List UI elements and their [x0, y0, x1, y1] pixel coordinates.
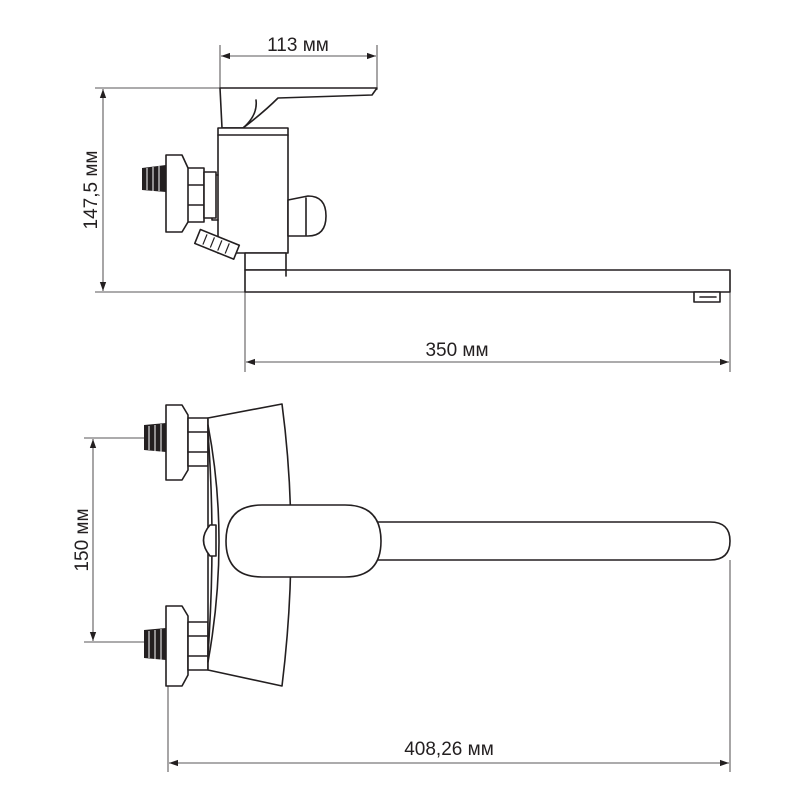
- top-view: 150 мм 408,26 мм: [72, 403, 731, 772]
- side-view: 113 мм 147,5 мм 350 мм: [81, 35, 731, 372]
- side-inlet-nut: [142, 154, 217, 233]
- dim-label-inlets: 150 мм: [72, 508, 93, 571]
- mixer-body: [211, 127, 289, 271]
- top-extension-lines: [84, 437, 731, 772]
- lower-inlet: [144, 605, 209, 687]
- dim-label-height: 147,5 мм: [81, 151, 102, 230]
- dim-label-spout: 350 мм: [425, 340, 488, 361]
- shower-outlet: [193, 228, 241, 260]
- dim-label-total: 408,26 мм: [404, 739, 494, 760]
- side-extension-lines: [95, 45, 731, 372]
- diverter-knob: [287, 195, 327, 237]
- side-spout: [244, 269, 731, 303]
- upper-inlet: [144, 404, 209, 481]
- top-lever: [225, 504, 382, 578]
- top-spout: [299, 521, 731, 561]
- dim-label-handle: 113 мм: [267, 35, 329, 56]
